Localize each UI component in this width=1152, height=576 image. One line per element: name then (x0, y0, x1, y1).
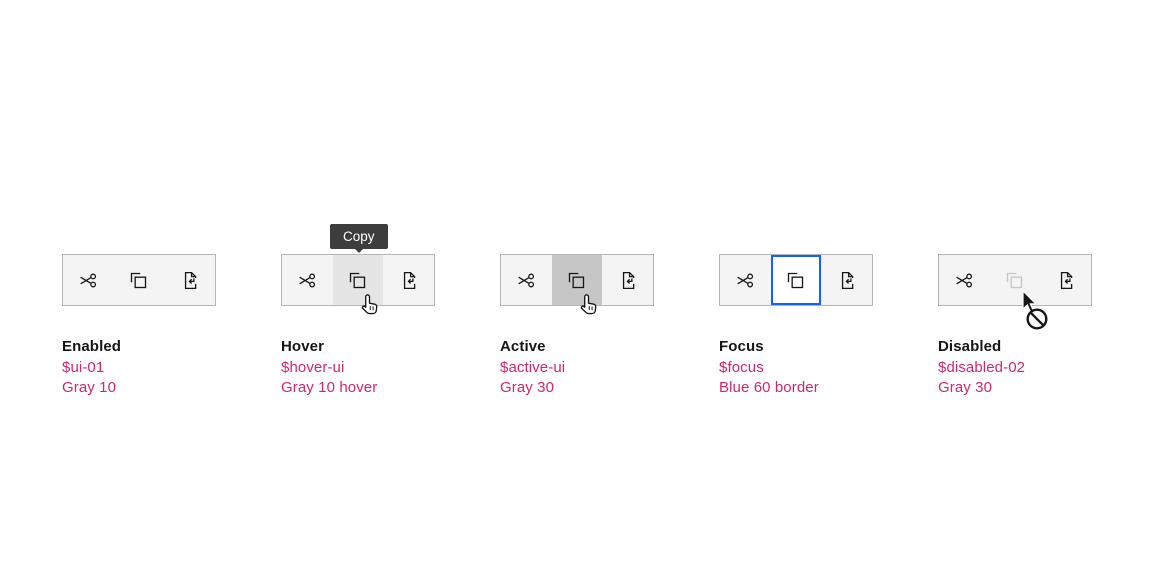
toolbar-active (500, 254, 654, 306)
token-name: $hover-ui (281, 359, 345, 376)
cut-button[interactable] (501, 255, 552, 305)
copy-button-focused[interactable] (770, 255, 822, 305)
state-column-hover: Copy Hover $hover-ui Gray 10 hover (281, 224, 491, 434)
paste-button[interactable] (821, 255, 872, 305)
copy-button-disabled (990, 255, 1041, 305)
token-value: Gray 10 hover (281, 379, 378, 396)
state-heading: Hover (281, 338, 325, 355)
cut-icon (735, 270, 756, 291)
state-heading: Enabled (62, 338, 122, 355)
state-column-enabled: Enabled $ui-01 Gray 10 (62, 254, 272, 434)
toolbar-disabled (938, 254, 1092, 306)
cut-icon (516, 270, 537, 291)
toolbar-enabled (62, 254, 216, 306)
copy-icon (566, 270, 587, 291)
paste-button[interactable] (602, 255, 653, 305)
cut-button[interactable] (720, 255, 771, 305)
cut-button[interactable] (939, 255, 990, 305)
cut-icon (954, 270, 975, 291)
state-heading: Focus (719, 338, 764, 355)
copy-icon (128, 270, 149, 291)
token-name: $disabled-02 (938, 359, 1026, 376)
token-name: $active-ui (500, 359, 566, 376)
state-column-focus: Focus $focus Blue 60 border (719, 254, 929, 434)
copy-icon (785, 270, 806, 291)
state-column-active: Active $active-ui Gray 30 (500, 254, 710, 434)
tooltip-caret-icon (353, 248, 364, 253)
state-heading: Active (500, 338, 546, 355)
token-value: Gray 10 (62, 379, 117, 396)
copy-icon (347, 270, 368, 291)
copy-tooltip: Copy (330, 224, 388, 253)
copy-button-hovered[interactable] (332, 255, 384, 305)
paste-icon (179, 270, 200, 291)
cut-icon (297, 270, 318, 291)
toolbar-focus (719, 254, 873, 306)
paste-icon (836, 270, 857, 291)
cut-button[interactable] (282, 255, 333, 305)
copy-icon (1004, 270, 1025, 291)
paste-button[interactable] (383, 255, 434, 305)
copy-button-active[interactable] (551, 255, 603, 305)
state-heading: Disabled (938, 338, 1002, 355)
tooltip-label: Copy (343, 229, 375, 244)
paste-button[interactable] (164, 255, 215, 305)
cut-button[interactable] (63, 255, 114, 305)
token-value: Blue 60 border (719, 379, 819, 396)
paste-icon (398, 270, 419, 291)
token-name: $focus (719, 359, 764, 376)
cut-icon (78, 270, 99, 291)
paste-icon (1055, 270, 1076, 291)
state-column-disabled: Disabled $disabled-02 Gray 30 (938, 254, 1148, 434)
token-value: Gray 30 (500, 379, 555, 396)
token-value: Gray 30 (938, 379, 993, 396)
token-name: $ui-01 (62, 359, 105, 376)
paste-icon (617, 270, 638, 291)
paste-button[interactable] (1040, 255, 1091, 305)
copy-button[interactable] (114, 255, 165, 305)
toolbar-hover: Copy (281, 224, 435, 306)
